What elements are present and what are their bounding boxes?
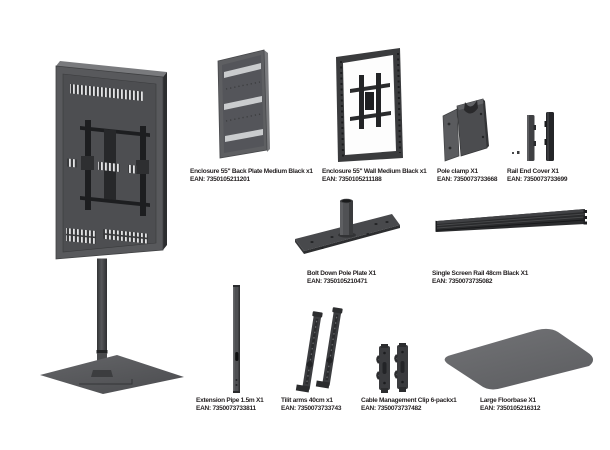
enclosure-side-face — [163, 72, 167, 250]
stand-pole — [97, 258, 107, 355]
rail-end-cover-image — [506, 108, 572, 166]
screen-rail-image — [428, 204, 590, 246]
part-label-floorbase: Large Floorbase X1 EAN: 7350105216312 — [480, 397, 540, 413]
part-label-tilt-arms: Tilit arms 40cm x1 EAN: 7350073733743 — [281, 397, 341, 413]
pole-joint — [96, 350, 108, 354]
part-ean: EAN: 7350073733811 — [196, 405, 256, 412]
part-label-rail-end-cover: Rail End Cover X1 EAN: 7350073733699 — [507, 168, 567, 184]
part-ean: EAN: 7350105211188 — [322, 176, 382, 183]
part-name: Enclosure 55" Back Plate Medium Black x1 — [190, 168, 313, 175]
part-ean: EAN: 7350105210471 — [307, 278, 368, 285]
part-label-wall-enclosure: Enclosure 55" Wall Medium Black x1 EAN: … — [322, 168, 427, 184]
floorbase-image — [434, 322, 606, 398]
part-name: Large Floorbase X1 — [480, 397, 536, 404]
pole-foot — [91, 370, 113, 377]
wall-enclosure-image — [330, 44, 406, 166]
part-ean: EAN: 7350073737482 — [361, 405, 422, 412]
part-name: Tilit arms 40cm x1 — [281, 397, 333, 404]
part-name: Pole clamp X1 — [437, 168, 478, 175]
vent-strip-top — [70, 84, 143, 101]
part-name: Single Screen Rail 48cm Black X1 — [432, 270, 529, 277]
extension-pipe-image — [229, 282, 245, 398]
base-detail-line — [79, 379, 133, 385]
part-label-bolt-down-plate: Bolt Down Pole Plate X1 EAN: 73501052104… — [307, 270, 376, 286]
part-name: Bolt Down Pole Plate X1 — [307, 270, 377, 277]
part-ean: EAN: 7350105216312 — [480, 405, 541, 412]
back-plate-image — [210, 46, 272, 164]
part-name: Cable Management Clip 6-packx1 — [361, 397, 457, 404]
bolt-down-plate-image — [288, 196, 408, 258]
part-ean: EAN: 7350073735082 — [432, 278, 493, 285]
part-label-back-plate: Enclosure 55" Back Plate Medium Black x1… — [190, 168, 313, 184]
part-label-screen-rail: Single Screen Rail 48cm Black X1 EAN: 73… — [432, 270, 528, 286]
vent-strip-mid-left — [67, 158, 77, 168]
vent-strip-mid-center — [98, 161, 120, 172]
floor-stand-illustration — [40, 61, 184, 394]
part-name: Rail End Cover X1 — [507, 168, 559, 175]
part-name: Extension Pipe 1.5m X1 — [196, 397, 264, 404]
part-label-pole-clamp: Pole clamp X1 EAN: 7350073733668 — [437, 168, 497, 184]
enclosure-top-face — [56, 61, 167, 77]
part-ean: EAN: 7350105211201 — [190, 176, 250, 183]
pole-clamp-image — [438, 92, 492, 162]
part-ean: EAN: 7350073733743 — [281, 405, 342, 412]
part-name: Enclosure 55" Wall Medium Black x1 — [322, 168, 427, 175]
vent-strip-mid-right — [128, 164, 137, 174]
part-label-extension-pipe: Extension Pipe 1.5m X1 EAN: 735007373381… — [196, 397, 264, 413]
part-ean: EAN: 7350073733699 — [507, 176, 568, 183]
part-ean: EAN: 7350073733668 — [437, 176, 498, 183]
part-label-cable-clips: Cable Management Clip 6-packx1 EAN: 7350… — [361, 397, 457, 413]
tilt-arms-image — [292, 306, 344, 398]
cable-clips-image — [370, 340, 418, 396]
floor-stand-image — [0, 0, 200, 450]
